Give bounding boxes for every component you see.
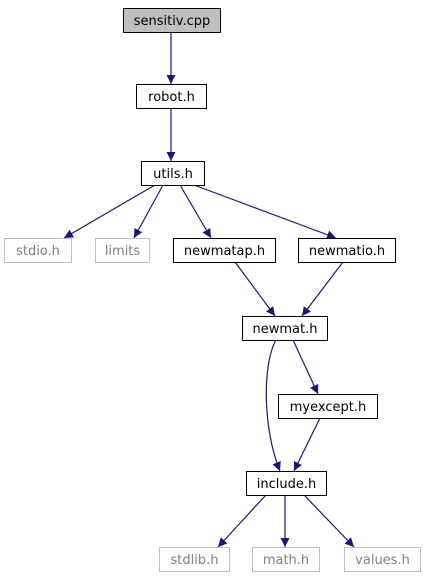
node-values-h[interactable]: values.h [344, 547, 421, 572]
edge-include-h-to-stdlib-h [217, 494, 267, 548]
node-box [246, 471, 327, 496]
node-box [252, 547, 320, 572]
nodes-layer: sensitiv.cpp robot.h utils.h stdio.h limits n… [4, 8, 421, 572]
node-sensitiv-cpp[interactable]: sensitiv.cpp [123, 8, 221, 33]
node-newmat-h[interactable]: newmat.h [242, 316, 328, 341]
node-label: sensitiv.cpp [134, 14, 211, 29]
edge-myexcept-h-to-include-h [293, 417, 321, 472]
node-box [136, 84, 207, 109]
edge-utils-h-to-newmatap-h [179, 184, 212, 239]
edge-newmatio-h-to-newmat-h [301, 261, 344, 317]
node-label: utils.h [153, 167, 193, 182]
edge-newmatap-h-to-newmat-h [234, 261, 276, 317]
node-box [123, 8, 221, 33]
node-label: limits [105, 244, 141, 259]
node-utils-h[interactable]: utils.h [141, 161, 205, 186]
edge-newmat-h-to-include-h [265, 339, 281, 472]
edge-utils-h-to-newmatio-h [193, 184, 337, 240]
node-box [278, 394, 378, 419]
edge-include-h-to-values-h [303, 494, 355, 548]
node-box [298, 238, 396, 263]
node-box [173, 238, 276, 263]
node-myexcept-h[interactable]: myexcept.h [278, 394, 378, 419]
node-label: stdio.h [16, 244, 60, 259]
node-math-h[interactable]: math.h [252, 547, 320, 572]
edge-utils-h-to-stdio-h [63, 184, 156, 239]
node-stdio-h[interactable]: stdio.h [4, 238, 72, 263]
node-label: newmat.h [253, 322, 318, 337]
node-label: values.h [355, 553, 410, 568]
node-box [242, 316, 328, 341]
node-include-h[interactable]: include.h [246, 471, 327, 496]
node-label: stdlib.h [171, 553, 219, 568]
node-label: newmatap.h [184, 244, 265, 259]
node-robot-h[interactable]: robot.h [136, 84, 207, 109]
node-limits[interactable]: limits [95, 238, 150, 263]
node-box [4, 238, 72, 263]
node-label: robot.h [148, 90, 195, 105]
edge-utils-h-to-limits [133, 184, 164, 239]
node-label: math.h [263, 553, 309, 568]
edges-layer [63, 32, 355, 548]
node-stdlib-h[interactable]: stdlib.h [159, 547, 230, 572]
node-label: include.h [257, 477, 316, 492]
node-box [159, 547, 230, 572]
node-box [344, 547, 421, 572]
node-box [141, 161, 205, 186]
edge-newmat-h-to-myexcept-h [292, 339, 319, 395]
node-newmatap-h[interactable]: newmatap.h [173, 238, 276, 263]
node-newmatio-h[interactable]: newmatio.h [298, 238, 396, 263]
node-label: newmatio.h [309, 244, 385, 259]
node-label: myexcept.h [290, 400, 366, 415]
node-box [95, 238, 150, 263]
